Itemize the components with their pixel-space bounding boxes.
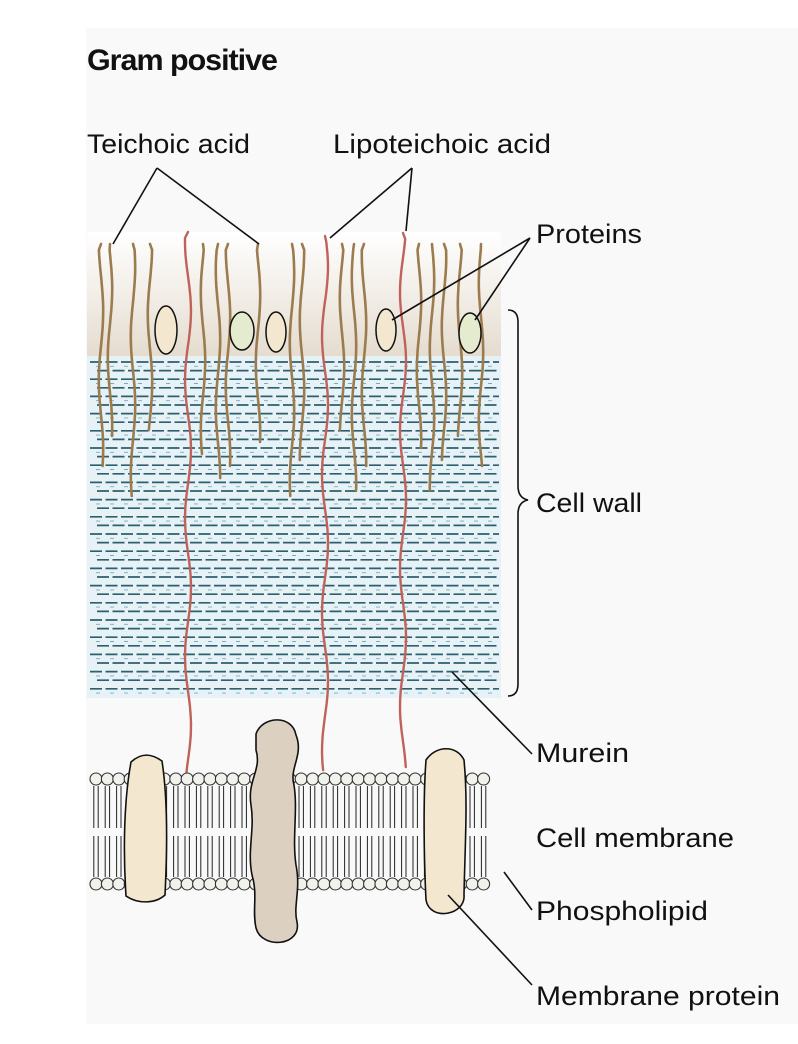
phospholipid-head: [340, 772, 354, 786]
phospholipid-head: [89, 877, 103, 891]
phospholipid-head: [180, 772, 194, 786]
phospholipid-head: [226, 772, 240, 786]
teichoic-acid-strand: [350, 242, 358, 492]
teichoic-acid-strands: [97, 242, 485, 498]
teichoic-acid-strand: [146, 242, 154, 432]
diagram-title: Gram positive: [87, 44, 277, 77]
lipoteichoic-acid-strand: [320, 234, 330, 772]
teichoic-acid-strand: [254, 242, 262, 444]
phospholipid-head: [374, 772, 388, 786]
teichoic-acid-strand: [477, 242, 485, 468]
membrane-protein-left: [123, 754, 168, 903]
phospholipid-head: [169, 877, 183, 891]
membrane-protein-right: [423, 747, 467, 915]
label-phospholipid: Phospholipid: [536, 896, 708, 926]
phospholipid-head: [351, 772, 365, 786]
teichoic-acid-strand: [97, 242, 105, 468]
label-membrane-protein: Membrane protein: [536, 981, 780, 1011]
phospholipid-head: [306, 772, 320, 786]
phospholipid-head: [317, 877, 331, 891]
phospholipid-head: [385, 772, 399, 786]
phospholipid-head: [112, 772, 126, 786]
phospholipid-head: [237, 877, 251, 891]
surface-proteins: [154, 305, 482, 355]
phospholipid-head: [89, 772, 103, 786]
phospholipid-head: [385, 877, 399, 891]
phospholipid-head: [317, 772, 331, 786]
phospholipid-head: [328, 772, 342, 786]
phospholipid-head: [214, 877, 228, 891]
lipoteichoic-acid-strand: [183, 230, 193, 774]
phospholipid-head: [306, 877, 320, 891]
phospholipid-head: [192, 772, 206, 786]
phospholipid-head: [169, 772, 183, 786]
surface-protein: [375, 308, 397, 352]
teichoic-acid-strand: [199, 242, 207, 456]
teichoic-acid-strand: [440, 242, 448, 462]
teichoic-acid-strand: [224, 242, 232, 468]
teichoic-acid-strand: [214, 242, 222, 480]
phospholipid-head: [374, 877, 388, 891]
leader-lines: [112, 167, 533, 986]
teichoic-acid-strand: [288, 242, 296, 498]
phospholipid-head: [363, 772, 377, 786]
phospholipid-head: [397, 877, 411, 891]
phospholipid-head: [477, 877, 491, 891]
membrane-protein-transmembrane: [249, 719, 300, 944]
phospholipid-head: [477, 772, 491, 786]
phospholipid-head: [340, 877, 354, 891]
phospholipid-head: [465, 772, 479, 786]
teichoic-acid-strand: [360, 242, 368, 468]
phospholipid-head: [294, 772, 308, 786]
teichoic-acid-strand: [415, 242, 423, 450]
surface-protein: [154, 305, 178, 355]
teichoic-acid-strand: [106, 242, 114, 438]
label-lipoteichoic-acid: Lipoteichoic acid: [333, 129, 551, 159]
surface-protein: [265, 311, 287, 353]
phospholipid-head: [237, 772, 251, 786]
phospholipid-head: [100, 772, 114, 786]
teichoic-acid-strand: [129, 242, 137, 498]
phospholipid-head: [408, 877, 422, 891]
phospholipid-head: [100, 877, 114, 891]
phospholipid-head: [408, 772, 422, 786]
label-proteins: Proteins: [536, 219, 642, 249]
teichoic-acid-strand: [428, 242, 436, 492]
surface-protein: [229, 311, 255, 351]
phospholipid-head: [112, 877, 126, 891]
lipoteichoic-acid-strands: [183, 230, 408, 774]
phospholipid-head: [180, 877, 194, 891]
phospholipid-head: [351, 877, 365, 891]
surface-protein: [458, 312, 482, 354]
phospholipid-head: [203, 772, 217, 786]
phospholipid-head: [203, 877, 217, 891]
phospholipid-head: [363, 877, 377, 891]
teichoic-acid-strand: [298, 242, 306, 462]
phospholipid-head: [328, 877, 342, 891]
phospholipid-head: [465, 877, 479, 891]
phospholipid-head: [214, 772, 228, 786]
lipoteichoic-acid-strand: [398, 231, 408, 769]
label-cell-wall: Cell wall: [536, 488, 642, 518]
phospholipid-head: [192, 877, 206, 891]
phospholipid-head: [397, 772, 411, 786]
label-murein: Murein: [536, 738, 629, 768]
label-teichoic-acid: Teichoic acid: [87, 129, 250, 159]
cell-wall-bracket: [507, 309, 529, 697]
teichoic-acid-strand: [338, 242, 346, 432]
label-cell-membrane: Cell membrane: [536, 823, 734, 853]
phospholipid-head: [226, 877, 240, 891]
